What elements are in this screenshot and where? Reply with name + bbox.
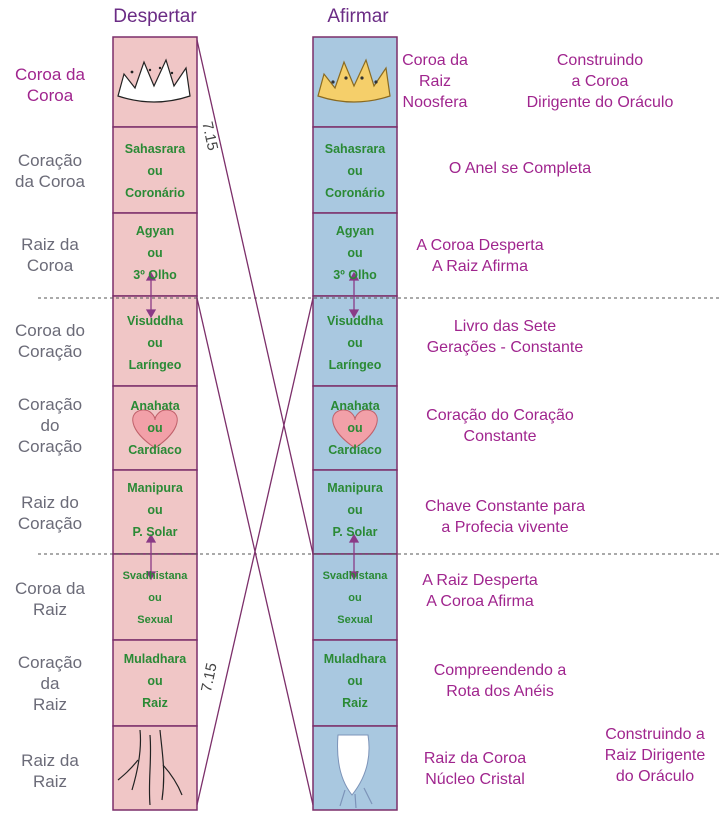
text-construindo-coroa: Construindo a Coroa Dirigente do Oráculo: [526, 52, 674, 111]
right-lower-arrow: [348, 533, 360, 581]
left-cell-manipura: [112, 469, 198, 555]
chakra-visuddha-right: Visuddha ou Laríngeo: [326, 314, 384, 372]
chakra-agyan-right: Agyan ou 3º Olho: [333, 224, 377, 282]
left-cell-sahasrara: [112, 126, 198, 214]
text-construindo-raiz: Construindo a Raiz Dirigente do Oráculo: [604, 726, 706, 785]
afirmar-column-title: Afirmar: [327, 6, 389, 27]
heart-icon: [332, 409, 378, 449]
chakra-sahasrara-right: Sahasrara ou Coronário: [324, 142, 386, 200]
text-nucleo-cristal: Raiz da Coroa Núcleo Cristal: [423, 750, 527, 788]
crown-outline-icon: [117, 58, 191, 103]
left-upper-arrow: [145, 271, 157, 319]
cross-line-diag: [196, 297, 314, 806]
chakra-svadhistana-right: Svadhistana ou Sexual: [322, 570, 388, 626]
text-rota-aneis: Compreendendo a Rota dos Anéis: [433, 662, 567, 700]
text-coracao-constante: Coração do Coração Constante: [426, 407, 574, 445]
right-cell-agyan: [312, 212, 398, 297]
text-chave-constante: Chave Constante para a Profecia vivente: [424, 498, 586, 536]
left-cell-agyan: [112, 212, 198, 297]
cross-line-down: [196, 39, 314, 555]
label-raiz-do-coracao: Raiz do Coração: [17, 493, 83, 533]
label-coroa-da-coroa: Coroa da Coroa: [15, 65, 85, 105]
text-coroa-da-raiz-noosfera: Coroa da Raiz Noosfera: [402, 52, 468, 111]
despertar-column-title: Despertar: [113, 6, 197, 27]
left-lower-arrow: [145, 533, 157, 581]
left-cell-root: [112, 725, 198, 811]
chakra-manipura-right: Manipura ou P. Solar: [327, 481, 383, 539]
left-cell-anahata: [112, 385, 198, 471]
text-anel-completa: O Anel se Completa: [448, 160, 592, 177]
text-coroa-desperta: A Coroa Desperta A Raiz Afirma: [416, 237, 544, 275]
label-raiz-da-coroa: Raiz da Coroa: [21, 235, 79, 275]
chakra-anahata-right: Anahata ou Cardíaco: [328, 399, 382, 457]
heart-icon: [132, 409, 178, 449]
label-coracao-da-raiz: Coração da Raiz: [17, 653, 83, 714]
label-coroa-da-raiz: Coroa da Raiz: [15, 579, 85, 619]
chakra-svadhistana-left: Svadhistana ou Sexual: [122, 570, 188, 626]
right-upper-arrow: [348, 271, 360, 319]
label-coracao-da-coroa: Coração da Coroa: [15, 151, 85, 191]
chakra-visuddha-left: Visuddha ou Laríngeo: [126, 314, 184, 372]
chakra-sahasrara-left: Sahasrara ou Coronário: [124, 142, 186, 200]
label-coracao-do-coracao: Coração do Coração: [17, 395, 83, 456]
chakra-muladhara-left: Muladhara ou Raiz: [123, 652, 187, 710]
chakra-anahata-left: Anahata ou Cardíaco: [128, 399, 182, 457]
text-livro-sete-geracoes: Livro das Sete Gerações - Constante: [426, 318, 584, 356]
label-coroa-do-coracao: Coroa do Coração: [15, 321, 85, 361]
chakra-manipura-left: Manipura ou P. Solar: [127, 481, 183, 539]
root-icon: [117, 729, 183, 806]
crown-dots: [331, 76, 378, 84]
right-cell-sahasrara: [312, 126, 398, 214]
text-raiz-desperta: A Raiz Desperta A Coroa Afirma: [422, 572, 538, 610]
crown-dots: [130, 66, 174, 75]
crown-gold-icon: [317, 58, 391, 103]
label-raiz-da-raiz: Raiz da Raiz: [21, 751, 79, 791]
root-crystal-icon: [337, 734, 373, 809]
chakra-agyan-left: Agyan ou 3º Olho: [133, 224, 177, 282]
chakra-muladhara-right: Muladhara ou Raiz: [323, 652, 387, 710]
